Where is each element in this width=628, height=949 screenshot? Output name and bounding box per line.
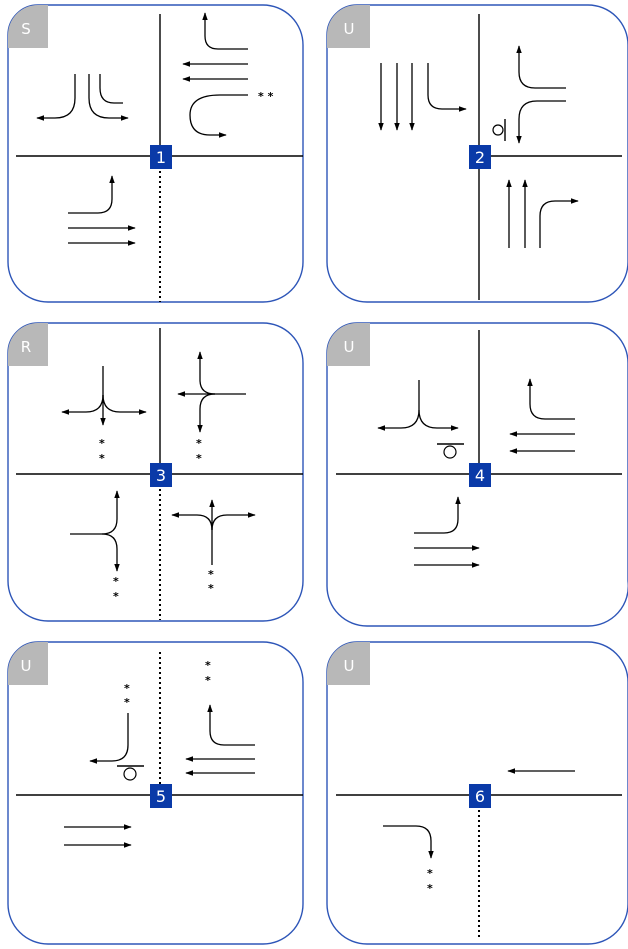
panel-6: U * * 6 [326,641,628,945]
marker-star: * [205,659,211,672]
marker-star: * [124,696,130,709]
panel-number: 5 [156,787,166,806]
signal-head-icon [123,767,137,781]
marker-star: * [208,568,214,581]
arrow-right-turn-up [202,12,248,50]
marker-star: * [427,882,433,895]
panel-number: 6 [475,787,485,806]
panel-number-badge [150,463,172,487]
panel-number: 4 [475,466,485,485]
arrow-right-turn-up [527,378,575,420]
panel-tag-label: U [344,338,355,356]
arrow-right-turn-up [516,45,566,89]
marker-star: * [205,674,211,687]
panel-2: U 2 [326,4,628,303]
marker-stars: * * [258,90,274,103]
panel-tag-label: U [344,657,355,675]
marker-star: * [196,452,202,465]
arrow-right-turn-down [101,533,120,572]
arrow-right-turn [539,198,579,248]
arrow-right-turn [427,63,467,112]
panel-number: 1 [156,148,166,167]
arrow-right-turn [88,74,129,121]
panel-tag-label: U [21,657,32,675]
arrow-right-turn-short [99,74,123,104]
arrow-left-turn-up [414,496,461,534]
panel-tag-badge [327,323,370,366]
arrow-left-turn-up [68,175,115,214]
panel-number-badge [150,784,172,808]
arrow-right-turn-down [383,825,434,859]
panel-4: U 4 [326,322,628,627]
panel-tag-badge [327,642,370,685]
marker-star: * [113,590,119,603]
arrow-right-turn-up [207,704,255,746]
panel-number-badge [150,145,172,169]
panel-number-badge [469,784,491,808]
panel-tag-label: U [344,20,355,38]
arrow-right-turn [418,409,459,431]
marker-star: * [124,682,130,695]
panel-1: S * * 1 [7,4,304,303]
panel-number-badge [469,463,491,487]
arrow-left-turn-down [516,100,566,144]
arrow-u-turn [189,94,248,138]
panel-tag-badge [8,5,48,48]
signal-head-icon [492,124,504,136]
panel-number-badge [469,145,491,169]
marker-star: * [208,582,214,595]
panel-tag-badge [8,642,48,685]
panel-number: 2 [475,148,485,167]
marker-star: * [113,575,119,588]
marker-star: * [427,867,433,880]
panel-3: R * * * * * * * * 3 [7,322,304,622]
panel-number: 3 [156,466,166,485]
arrow-left-turn [36,74,76,121]
signal-head-icon [443,445,457,459]
panel-tag-label: R [21,338,31,356]
panel-5: U * * * * 5 [7,641,304,945]
arrow-left-turn [89,713,129,764]
marker-star: * [99,452,105,465]
panel-tag-label: S [21,20,31,38]
marker-star: * [196,437,202,450]
panel-tag-badge [327,5,370,48]
panel-tag-badge [8,323,48,366]
marker-star: * [99,437,105,450]
